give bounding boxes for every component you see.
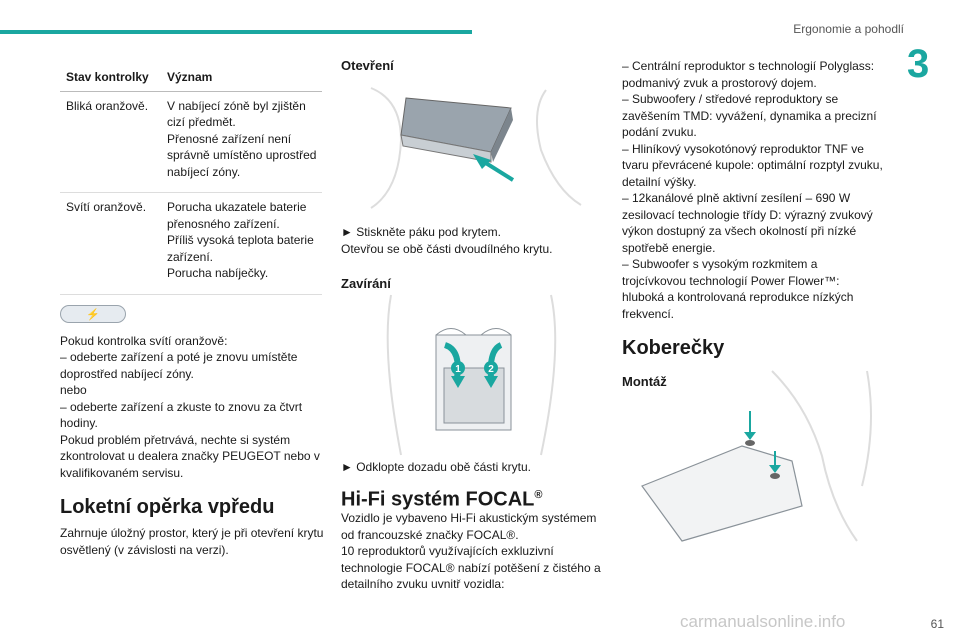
mats-subheading: Montáž	[622, 374, 667, 389]
table-header-state: Stav kontrolky	[60, 66, 161, 92]
row-state: Svítí oranžově.	[60, 192, 161, 295]
mats-heading: Koberečky	[622, 337, 725, 359]
warning-line: nebo	[60, 383, 87, 397]
close-step: ► Odklopte dozadu obě části krytu.	[341, 460, 531, 474]
speaker-list: – Centrální reproduktor s technologií Po…	[622, 58, 884, 322]
hifi-line: Vozidlo je vybaveno Hi-Fi akustickým sys…	[341, 511, 597, 542]
open-step: ► Stiskněte páku pod krytem.	[341, 225, 501, 239]
page-number: 61	[930, 617, 944, 631]
status-table: Stav kontrolky Význam Bliká oranžově. V …	[60, 66, 322, 295]
speaker-item: – 12kanálové plně aktivní zesílení – 690…	[622, 191, 873, 255]
armrest-heading: Loketní opěrka vpředu	[60, 496, 275, 518]
row-meaning: V nabíjecí zóně byl zjištěn cizí předmět…	[161, 91, 322, 193]
hifi-heading: Hi-Fi systém FOCAL®	[341, 483, 542, 512]
meaning-line: Porucha ukazatele baterie přenosného zař…	[167, 200, 307, 231]
armrest-close-illustration: 1 2	[386, 294, 557, 456]
callout-2: 2	[488, 364, 494, 375]
hifi-registered-mark: ®	[534, 489, 543, 501]
hifi-heading-text: Hi-Fi systém FOCAL	[341, 488, 535, 511]
speaker-item: – Subwoofery / středové reproduktory se …	[622, 92, 877, 139]
meaning-line: V nabíjecí zóně byl zjištěn cizí předmět…	[167, 98, 306, 130]
row-state: Bliká oranžově.	[60, 91, 161, 193]
meaning-line: Přenosné zařízení není správně umístěno …	[167, 131, 317, 179]
meaning-line: Příliš vysoká teplota baterie zařízení.	[167, 233, 314, 264]
chapter-number: 3	[907, 42, 930, 86]
right-column: – Centrální reproduktor s technologií Po…	[622, 58, 884, 542]
section-title: Ergonomie a pohodlí	[793, 22, 904, 36]
speaker-item: – Hliníkový vysokotónový reproduktor TNF…	[622, 141, 883, 189]
floor-mat-illustration	[641, 370, 872, 542]
open-step: Otevřou se obě části dvoudílného krytu.	[341, 241, 553, 256]
open-steps: ► Stiskněte páku pod krytem. Otevřou se …	[341, 224, 603, 257]
left-column: Stav kontrolky Význam Bliká oranžově. V …	[60, 66, 324, 558]
table-header-meaning: Význam	[161, 66, 322, 92]
hifi-text: Vozidlo je vybaveno Hi-Fi akustickým sys…	[341, 510, 603, 593]
table-row: Svítí oranžově. Porucha ukazatele bateri…	[60, 192, 322, 295]
warning-line: Pokud kontrolka svítí oranžově:	[60, 333, 228, 348]
middle-column: Otevření ► Stiskněte páku pod krytem. Ot…	[341, 58, 603, 591]
callout-1: 1	[455, 364, 461, 375]
warning-indicator-icon: ⚡	[60, 304, 126, 323]
armrest-text: Zahrnuje úložný prostor, který je při ot…	[60, 526, 324, 557]
meaning-line: Porucha nabíječky.	[167, 266, 269, 280]
row-meaning: Porucha ukazatele baterie přenosného zař…	[161, 192, 322, 295]
warning-line: – odeberte zařízení a zkuste to znovu za…	[60, 399, 303, 431]
close-heading: Zavírání	[341, 276, 391, 291]
open-heading: Otevření	[341, 58, 394, 73]
header-accent-bar	[0, 30, 472, 34]
warning-line: – odeberte zařízení a poté je znovu umís…	[60, 350, 298, 381]
warning-line: Pokud problém přetrvává, nechte si systé…	[60, 432, 320, 480]
armrest-open-illustration	[370, 87, 582, 209]
warning-text: Pokud kontrolka svítí oranžově: – odeber…	[60, 333, 324, 482]
table-row: Bliká oranžově. V nabíjecí zóně byl zjiš…	[60, 91, 322, 193]
speaker-item: – Subwoofer s vysokým rozkmitem a trojcí…	[622, 257, 854, 321]
speaker-item: – Centrální reproduktor s technologií Po…	[622, 59, 875, 90]
watermark: carmanualsonline.info	[680, 612, 846, 631]
hifi-line: 10 reproduktorů využívajících exkluzivní…	[341, 544, 601, 591]
